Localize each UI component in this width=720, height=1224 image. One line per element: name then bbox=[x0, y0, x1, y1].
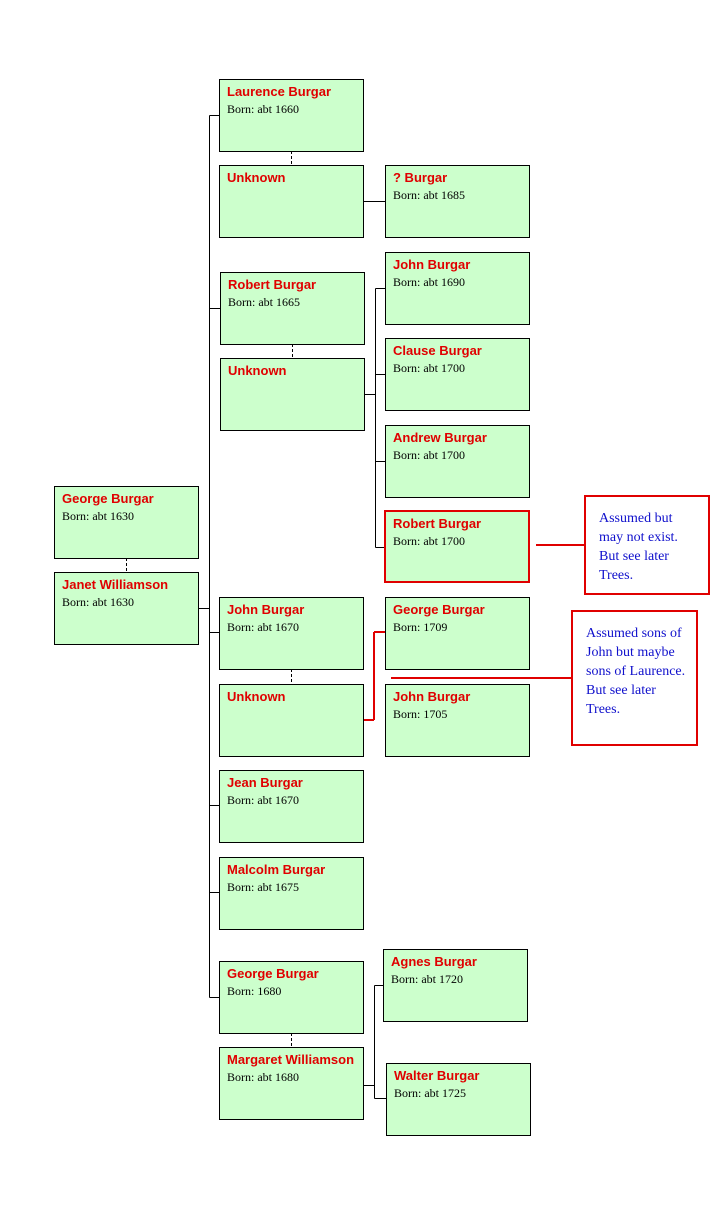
person-box[interactable]: ? Burgar Born: abt 1685 bbox=[385, 165, 530, 238]
person-box[interactable]: Walter Burgar Born: abt 1725 bbox=[386, 1063, 531, 1136]
person-box[interactable]: Agnes Burgar Born: abt 1720 bbox=[383, 949, 528, 1022]
person-box[interactable]: Janet Williamson Born: abt 1630 bbox=[54, 572, 199, 645]
person-name: George Burgar bbox=[62, 491, 154, 506]
person-box[interactable]: Unknown bbox=[219, 165, 364, 238]
person-name: Unknown bbox=[228, 363, 287, 378]
person-box[interactable]: Unknown bbox=[219, 684, 364, 757]
person-box[interactable]: Margaret Williamson Born: abt 1680 bbox=[219, 1047, 364, 1120]
person-born: Born: abt 1660 bbox=[227, 102, 299, 116]
person-box[interactable]: Clause Burgar Born: abt 1700 bbox=[385, 338, 530, 411]
person-box[interactable]: Laurence Burgar Born: abt 1660 bbox=[219, 79, 364, 152]
annotation-note: Assumed sons of John but maybe sons of L… bbox=[571, 610, 698, 746]
person-box[interactable]: Robert Burgar Born: abt 1665 bbox=[220, 272, 365, 345]
person-born: Born: abt 1720 bbox=[391, 972, 463, 986]
person-box[interactable]: John Burgar Born: abt 1670 bbox=[219, 597, 364, 670]
person-name: Janet Williamson bbox=[62, 577, 169, 592]
person-born: Born: abt 1630 bbox=[62, 595, 134, 609]
person-name: Walter Burgar bbox=[394, 1068, 480, 1083]
person-born: Born: abt 1675 bbox=[227, 880, 299, 894]
person-name: Malcolm Burgar bbox=[227, 862, 326, 877]
person-name: Agnes Burgar bbox=[391, 954, 477, 969]
person-born: Born: 1705 bbox=[393, 707, 448, 721]
person-name: John Burgar bbox=[393, 689, 471, 704]
person-born: Born: abt 1670 bbox=[227, 793, 299, 807]
person-name: Margaret Williamson bbox=[227, 1052, 355, 1067]
person-born: Born: abt 1700 bbox=[393, 448, 465, 462]
person-name: John Burgar bbox=[393, 257, 471, 272]
person-born: Born: abt 1700 bbox=[393, 534, 465, 548]
person-born: Born: abt 1670 bbox=[227, 620, 299, 634]
person-name: Clause Burgar bbox=[393, 343, 482, 358]
person-name: Unknown bbox=[227, 170, 286, 185]
person-born: Born: abt 1630 bbox=[62, 509, 134, 523]
person-born: Born: abt 1680 bbox=[227, 1070, 299, 1084]
person-box[interactable]: George Burgar Born: 1709 bbox=[385, 597, 530, 670]
person-born: Born: abt 1700 bbox=[393, 361, 465, 375]
person-name: Robert Burgar bbox=[393, 516, 482, 531]
person-box[interactable]: George Burgar Born: abt 1630 bbox=[54, 486, 199, 559]
person-box[interactable]: Jean Burgar Born: abt 1670 bbox=[219, 770, 364, 843]
person-box[interactable]: Unknown bbox=[220, 358, 365, 431]
person-born: Born: 1680 bbox=[227, 984, 282, 998]
person-born: Born: 1709 bbox=[393, 620, 448, 634]
person-name: George Burgar bbox=[227, 966, 319, 981]
person-box[interactable]: John Burgar Born: abt 1690 bbox=[385, 252, 530, 325]
annotation-note: Assumed but may not exist. But see later… bbox=[584, 495, 710, 595]
person-box[interactable]: George Burgar Born: 1680 bbox=[219, 961, 364, 1034]
person-box[interactable]: John Burgar Born: 1705 bbox=[385, 684, 530, 757]
person-born: Born: abt 1685 bbox=[393, 188, 465, 202]
person-name: Jean Burgar bbox=[227, 775, 303, 790]
person-box[interactable]: Malcolm Burgar Born: abt 1675 bbox=[219, 857, 364, 930]
person-name: George Burgar bbox=[393, 602, 485, 617]
person-name: Andrew Burgar bbox=[393, 430, 487, 445]
person-name: Unknown bbox=[227, 689, 286, 704]
person-born: Born: abt 1665 bbox=[228, 295, 300, 309]
person-born: Born: abt 1690 bbox=[393, 275, 465, 289]
person-name: John Burgar bbox=[227, 602, 305, 617]
person-box[interactable]: Andrew Burgar Born: abt 1700 bbox=[385, 425, 530, 498]
person-name: Robert Burgar bbox=[228, 277, 317, 292]
person-born: Born: abt 1725 bbox=[394, 1086, 466, 1100]
person-name: ? Burgar bbox=[393, 170, 448, 185]
person-box-highlighted[interactable]: Robert Burgar Born: abt 1700 bbox=[384, 510, 530, 583]
person-name: Laurence Burgar bbox=[227, 84, 332, 99]
